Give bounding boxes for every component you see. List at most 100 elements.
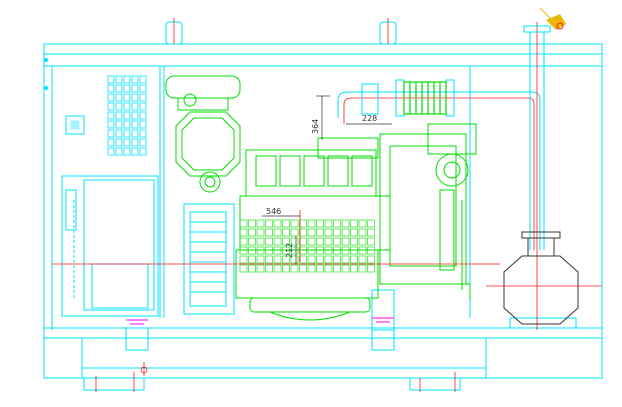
- vent-cell: [139, 120, 147, 129]
- vent-cell: [123, 111, 131, 120]
- vent-cell: [131, 75, 139, 84]
- vent-cell: [131, 147, 139, 156]
- engine-hatch-cell: [367, 255, 375, 264]
- engine-hatch-cell: [265, 228, 273, 237]
- engine-hatch-cell: [273, 255, 282, 264]
- engine-hatch-cell: [358, 246, 367, 255]
- dimension-228: 228: [362, 114, 377, 123]
- engine-hatch-cell: [333, 237, 341, 246]
- vent-cell: [123, 102, 131, 111]
- ventilation-grid: [107, 75, 147, 156]
- vent-cell: [115, 138, 123, 147]
- vent-cell: [139, 93, 147, 102]
- vent-cell: [131, 138, 139, 147]
- vent-cell: [107, 120, 115, 129]
- enclosure: [43, 18, 603, 391]
- engine-hatch-cell: [367, 246, 375, 255]
- engine-hatch-cell: [273, 246, 282, 255]
- engine-hatch-cell: [256, 255, 265, 264]
- vent-cell: [139, 102, 147, 111]
- engine-hatch-cell: [341, 264, 350, 273]
- engine-block-hatch: [239, 219, 375, 273]
- engine-hatch-cell: [299, 219, 307, 228]
- engine-hatch-cell: [324, 264, 333, 273]
- vent-cell: [115, 129, 123, 138]
- engine-hatch-cell: [290, 228, 299, 237]
- engine-block: [165, 75, 477, 321]
- engine-hatch-cell: [316, 228, 324, 237]
- engine-hatch-cell: [248, 219, 256, 228]
- engine-hatch-cell: [324, 228, 333, 237]
- engine-hatch-cell: [341, 228, 350, 237]
- engine-hatch-cell: [239, 237, 248, 246]
- engine-hatch-cell: [358, 264, 367, 273]
- engine-hatch-cell: [350, 228, 358, 237]
- engine-hatch-cell: [316, 219, 324, 228]
- engine-hatch-cell: [248, 255, 256, 264]
- engine-hatch-cell: [256, 264, 265, 273]
- engine-hatch-cell: [307, 246, 316, 255]
- vent-cell: [107, 102, 115, 111]
- engine-hatch-cell: [316, 246, 324, 255]
- vent-cell: [107, 93, 115, 102]
- engine-hatch-cell: [290, 219, 299, 228]
- vent-cell: [139, 147, 147, 156]
- engine-hatch-cell: [265, 237, 273, 246]
- insulator-markers: [126, 317, 394, 325]
- engine-hatch-cell: [273, 264, 282, 273]
- engine-hatch-cell: [367, 237, 375, 246]
- vent-cell: [107, 147, 115, 156]
- vent-cell: [131, 120, 139, 129]
- engine-hatch-cell: [256, 228, 265, 237]
- fuel-tank: [503, 231, 579, 325]
- engine-hatch-cell: [290, 237, 299, 246]
- engine-hatch-cell: [307, 264, 316, 273]
- vent-cell: [131, 102, 139, 111]
- engine-hatch-cell: [282, 255, 290, 264]
- engine-hatch-cell: [324, 237, 333, 246]
- engine-hatch-cell: [324, 255, 333, 264]
- engine-hatch-cell: [282, 219, 290, 228]
- vent-cell: [123, 120, 131, 129]
- vent-cell: [115, 93, 123, 102]
- vent-cell: [131, 84, 139, 93]
- engine-hatch-cell: [239, 228, 248, 237]
- engine-hatch-cell: [248, 237, 256, 246]
- engine-hatch-cell: [333, 228, 341, 237]
- engine-hatch-cell: [265, 264, 273, 273]
- engine-hatch-cell: [324, 219, 333, 228]
- vent-cell: [139, 129, 147, 138]
- engine-hatch-cell: [256, 237, 265, 246]
- vent-cell: [139, 111, 147, 120]
- vent-cell: [131, 111, 139, 120]
- engine-hatch-cell: [256, 246, 265, 255]
- vent-cell: [115, 75, 123, 84]
- vent-cell: [115, 84, 123, 93]
- engine-hatch-cell: [350, 264, 358, 273]
- engine-hatch-cell: [307, 255, 316, 264]
- engine-hatch-cell: [265, 246, 273, 255]
- vent-cell: [123, 129, 131, 138]
- engine-hatch-cell: [307, 219, 316, 228]
- engine-hatch-cell: [350, 219, 358, 228]
- alternator: [183, 203, 235, 315]
- vent-cell: [123, 138, 131, 147]
- engine-hatch-cell: [358, 237, 367, 246]
- engine-hatch-cell: [350, 255, 358, 264]
- engine-hatch-cell: [248, 264, 256, 273]
- engine-hatch-cell: [367, 219, 375, 228]
- vent-cell: [131, 129, 139, 138]
- engine-hatch-cell: [333, 246, 341, 255]
- vent-cell: [115, 111, 123, 120]
- vent-cell: [107, 138, 115, 147]
- engine-hatch-cell: [299, 255, 307, 264]
- engine-hatch-cell: [358, 228, 367, 237]
- engine-hatch-cell: [299, 237, 307, 246]
- engine-hatch-cell: [358, 255, 367, 264]
- engine-hatch-cell: [341, 219, 350, 228]
- rain-cap-icon: [539, 7, 566, 30]
- engine-hatch-cell: [316, 264, 324, 273]
- exhaust-bellows: [403, 81, 447, 115]
- engine-hatch-cell: [239, 264, 248, 273]
